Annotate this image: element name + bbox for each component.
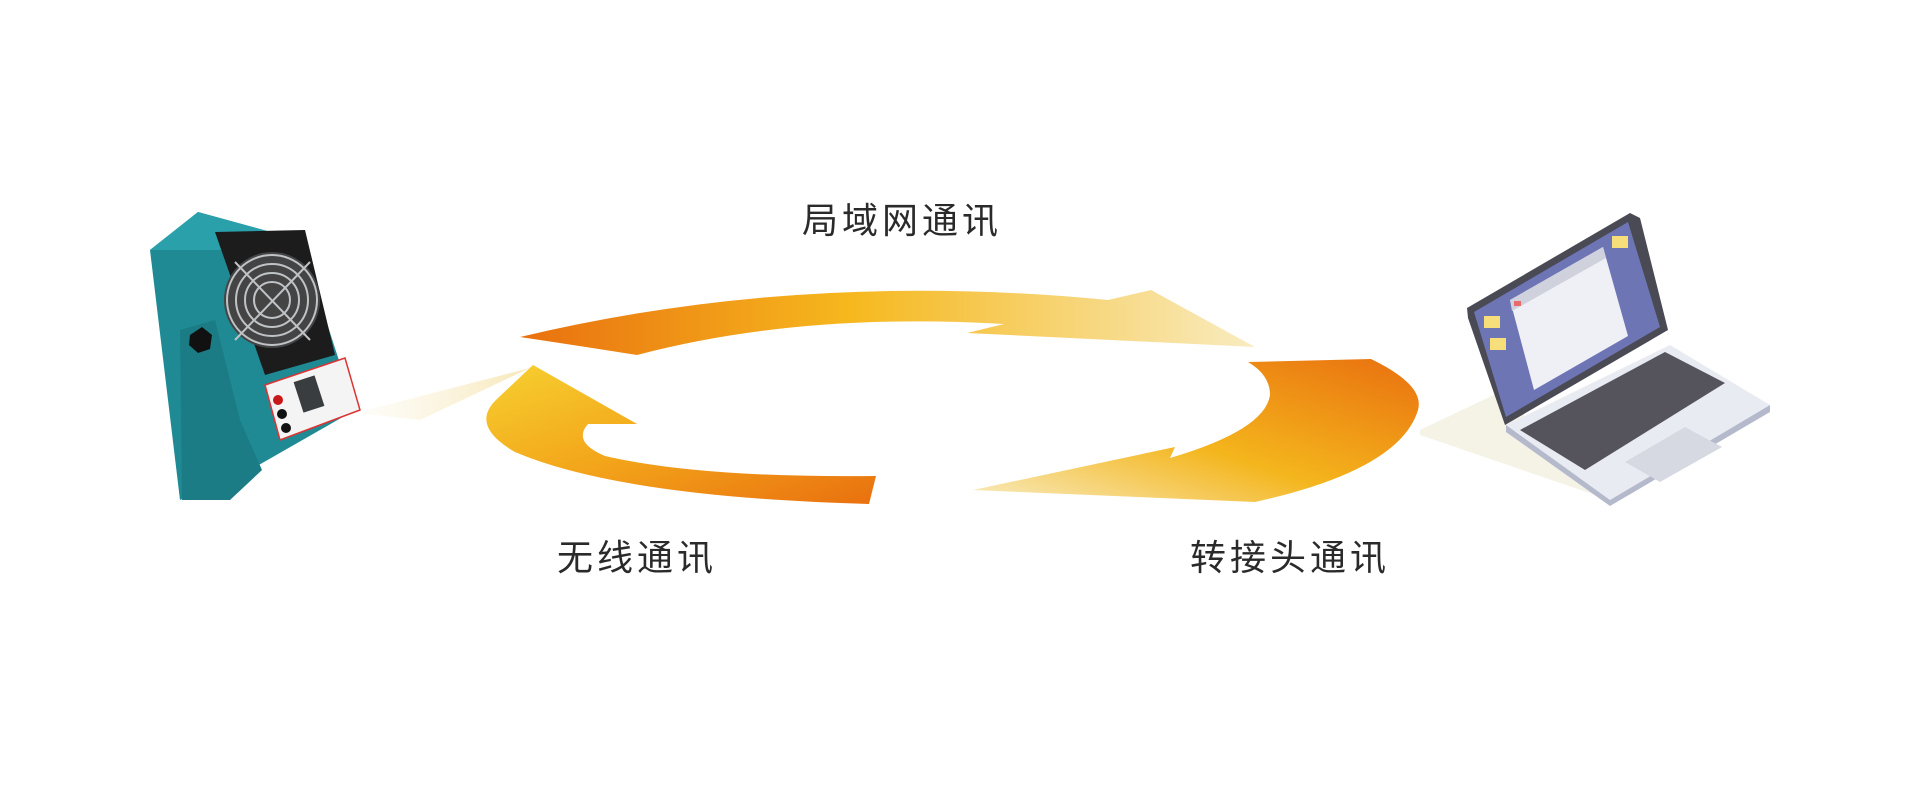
arrow-lan	[520, 290, 1255, 355]
laptop-beam	[1420, 392, 1610, 500]
label-adapter-communication: 转接头通讯	[1190, 538, 1391, 579]
laptop-icon	[1467, 213, 1770, 506]
label-lan-communication: 局域网通讯	[802, 201, 1003, 242]
ionizer-fan-device	[150, 212, 361, 500]
arrow-adapter	[973, 359, 1419, 502]
arrow-wireless	[486, 365, 876, 504]
device-beam	[355, 368, 530, 420]
label-wireless-communication: 无线通讯	[557, 538, 718, 579]
